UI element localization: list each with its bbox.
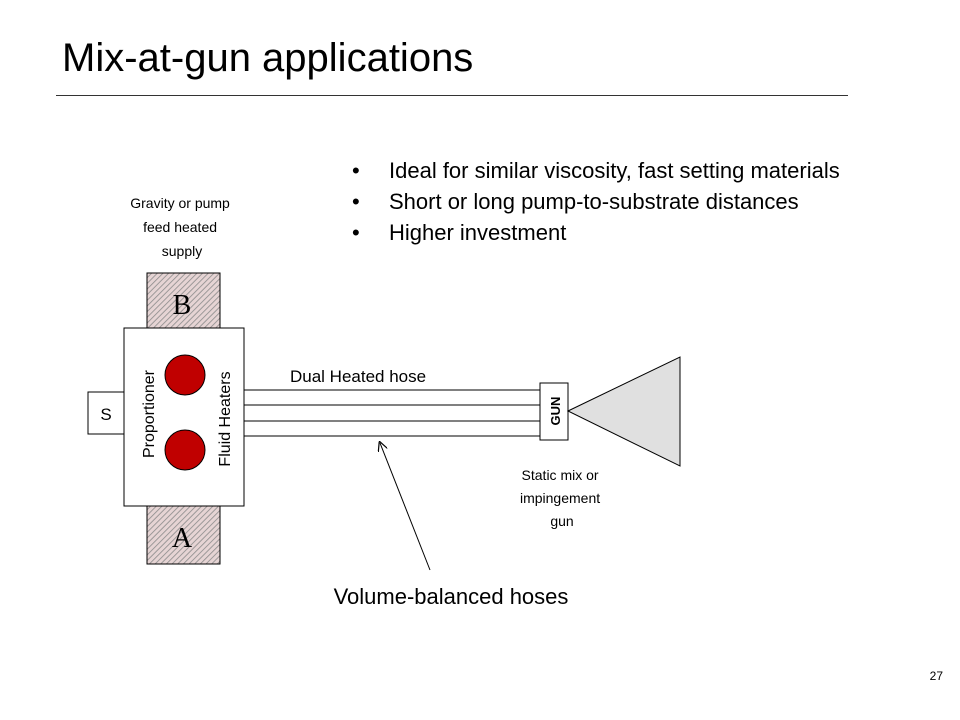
bullet-text: Higher investment	[389, 220, 567, 245]
callout-arrow	[380, 443, 431, 571]
bullet-item: • Higher investment	[352, 217, 840, 248]
title-rule	[56, 95, 848, 96]
slide-title: Mix-at-gun applications	[62, 36, 474, 80]
gun-label: GUN	[548, 397, 563, 426]
supply-label-line: feed heated	[143, 219, 217, 235]
bullet-text: Ideal for similar viscosity, fast settin…	[389, 158, 840, 183]
fluid-heater-bottom	[164, 429, 206, 471]
gun-type-line: impingement	[520, 490, 600, 506]
tank-b-label: B	[173, 290, 192, 321]
tank-a-label: A	[172, 523, 193, 554]
callout-label: Volume-balanced hoses	[334, 584, 569, 609]
s-box	[87, 391, 125, 435]
supply-label-line: Gravity or pump	[130, 195, 230, 211]
spray-cone	[566, 356, 681, 467]
bullet-text: Short or long pump-to-substrate distance…	[389, 189, 799, 214]
gun-type-label: Static mix or impingement gun	[520, 467, 604, 529]
s-box-label: S	[100, 405, 111, 424]
fluid-heaters-label: Fluid Heaters	[217, 371, 234, 466]
fluid-heater-top	[164, 354, 206, 396]
bullet-dot: •	[352, 189, 360, 214]
hose-label: Dual Heated hose	[290, 367, 426, 386]
bullet-item: • Short or long pump-to-substrate distanc…	[352, 186, 840, 217]
proportioner-label: Proportioner	[141, 369, 158, 458]
gun-type-line: gun	[550, 513, 573, 529]
supply-label: Gravity or pump feed heated supply	[130, 195, 233, 259]
gun-body	[539, 382, 569, 441]
bullet-item: • Ideal for similar viscosity, fast setti…	[352, 155, 840, 186]
tank-a	[146, 499, 221, 565]
gun-type-line: Static mix or	[522, 467, 599, 483]
supply-label-line: supply	[162, 243, 202, 259]
bullet-list: • Ideal for similar viscosity, fast setti…	[352, 155, 840, 248]
bullet-dot: •	[352, 158, 360, 183]
page-number: 27	[929, 669, 943, 683]
bullet-dot: •	[352, 220, 360, 245]
